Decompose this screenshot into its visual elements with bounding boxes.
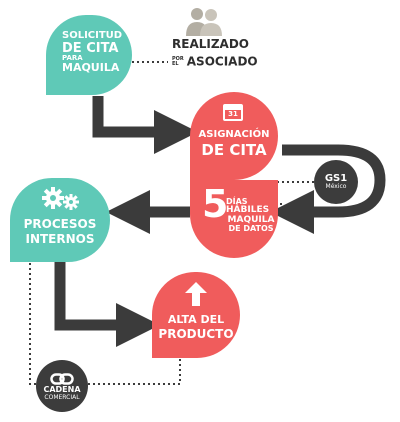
solicitud-line1: Solicitud xyxy=(62,30,123,41)
procesos-line1: Procesos xyxy=(23,217,97,231)
dias-line1: días xyxy=(226,197,248,206)
cadena-comercial-badge: Cadena comercial xyxy=(36,360,88,412)
asignacion-line2: de cita xyxy=(201,141,267,159)
arrow-asignacion-loop-to-dias xyxy=(270,144,386,234)
up-arrow-icon xyxy=(185,282,207,306)
node-asignacion-de-cita: 31 Asignación de cita xyxy=(190,92,278,180)
realizado-el: el xyxy=(172,60,179,67)
gs1-line1: GS1 xyxy=(324,173,348,185)
people-icon xyxy=(186,6,222,36)
solicitud-line3: para xyxy=(62,54,83,63)
solicitud-line4: maquila xyxy=(62,61,120,75)
node-procesos-internos: Procesos internos xyxy=(10,178,110,262)
dias-line2: hábiles xyxy=(226,205,270,216)
dotted-link-gs1 xyxy=(271,181,318,205)
procesos-line2: internos xyxy=(25,232,95,246)
realizado-por: por xyxy=(172,55,184,62)
dias-line4: de datos xyxy=(228,224,274,234)
calendar-icon: 31 xyxy=(223,104,243,121)
arrow-procesos-to-alta xyxy=(54,262,160,347)
chain-link-icon xyxy=(50,371,74,385)
asignacion-line1: Asignación xyxy=(198,129,270,140)
realizado-line1: Realizado xyxy=(172,37,249,51)
cadena-line2: comercial xyxy=(44,393,80,401)
gs1-line2: México xyxy=(325,183,347,191)
calendar-day: 31 xyxy=(228,110,238,118)
node-dias-habiles: 5 días hábiles maquila de datos xyxy=(190,180,278,258)
gears-icon xyxy=(41,186,81,212)
arrow-solicitud-to-asignacion xyxy=(92,96,198,154)
realizado-line2: asociado xyxy=(186,54,258,69)
realizado-label: Realizado por el asociado xyxy=(172,37,272,70)
node-alta-del-producto: Alta del producto xyxy=(152,272,240,358)
node-solicitud-de-cita: Solicitud de cita para maquila xyxy=(46,15,132,95)
alta-line2: producto xyxy=(158,327,234,341)
gs1-mexico-badge: GS1 México xyxy=(314,160,358,204)
dias-number: 5 xyxy=(202,182,229,226)
solicitud-line2: de cita xyxy=(62,40,119,56)
cadena-line1: Cadena xyxy=(43,384,81,394)
dias-line3: maquila xyxy=(227,214,275,225)
alta-line1: Alta del xyxy=(167,313,225,326)
